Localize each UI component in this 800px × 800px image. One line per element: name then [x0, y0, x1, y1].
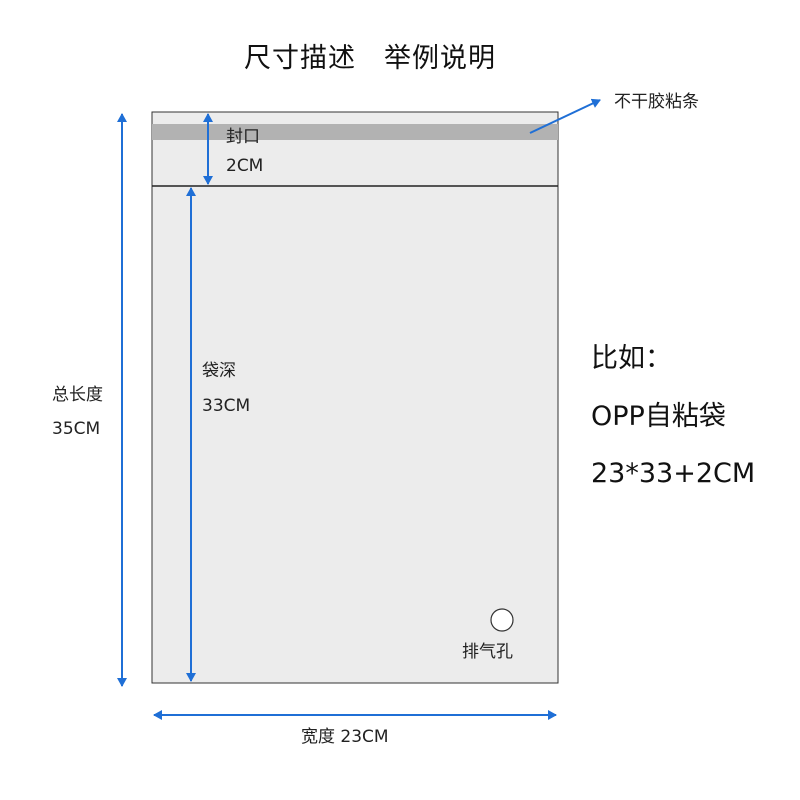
example-product: OPP自粘袋	[591, 401, 726, 432]
depth-size: 33CM	[202, 396, 251, 416]
depth-label: 袋深	[202, 361, 236, 381]
example-spec: 23*33+2CM	[591, 458, 756, 489]
example-heading: 比如：	[591, 343, 672, 374]
page-title: 尺寸描述 举例说明	[244, 43, 496, 74]
vent-hole-label: 排气孔	[462, 642, 513, 662]
width-label: 宽度 23CM	[301, 727, 389, 747]
vent-hole-icon	[490, 608, 514, 632]
seal-label: 封口	[226, 127, 260, 147]
total-length-size: 35CM	[52, 419, 101, 439]
total-length-label: 总长度	[52, 385, 103, 405]
adhesive-strip	[152, 124, 558, 140]
seal-size: 2CM	[226, 156, 264, 176]
adhesive-strip-label: 不干胶粘条	[614, 92, 699, 112]
strip-pointer-arrow	[529, 98, 601, 134]
bag-outline	[151, 111, 559, 684]
